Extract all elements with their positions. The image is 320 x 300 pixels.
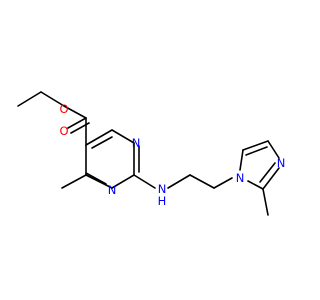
bond-ch2-ch2 bbox=[189, 174, 215, 189]
bond-ch2-o bbox=[40, 91, 65, 107]
bond-imid-c2-methyl bbox=[262, 188, 269, 216]
bond-c6-n1 bbox=[111, 129, 135, 144]
bond-c5-c6 bbox=[85, 129, 113, 146]
bond-ethyl-ch3-ch2 bbox=[17, 91, 42, 107]
bond-c5-c6-inner bbox=[91, 136, 113, 149]
bond-c4-methyl bbox=[61, 174, 87, 189]
atom-n-pyrimidine-3: N bbox=[108, 183, 117, 197]
bond-o-carbonyl-c bbox=[63, 105, 87, 119]
bond-n3-c4-inner bbox=[85, 172, 107, 185]
bond-imid-n3-c2-inner bbox=[259, 162, 276, 183]
bond-c2-nh bbox=[133, 174, 156, 189]
bond-n3-c4 bbox=[85, 174, 113, 189]
bond-imid-c5-c4-inner bbox=[245, 146, 268, 156]
atom-o-carbonyl: O bbox=[59, 124, 68, 138]
bond-c2-n3 bbox=[111, 174, 135, 189]
atom-h-amine: H bbox=[158, 194, 167, 208]
atom-n-imidazole-1: N bbox=[236, 171, 245, 185]
atom-n-imidazole-3: N bbox=[277, 156, 286, 170]
atom-o-ether: O bbox=[59, 102, 68, 116]
atom-n-pyrimidine-1: N bbox=[132, 136, 141, 150]
bond-imid-c4-n3 bbox=[267, 140, 280, 159]
atom-n-amine: N bbox=[158, 182, 167, 196]
bond-imid-n3-c2 bbox=[262, 167, 280, 190]
bond-nh-ch2 bbox=[167, 174, 191, 189]
bond-imid-n1-c5 bbox=[239, 149, 244, 171]
structure-diagram: O O N N N H N N bbox=[17, 91, 286, 216]
molecule-canvas: O O N N N H N N bbox=[17, 91, 286, 216]
bond-carbonyl-double-a bbox=[67, 117, 87, 129]
bond-ch2-imid-n1 bbox=[213, 177, 233, 189]
bond-imid-c5-c4 bbox=[242, 140, 269, 151]
bond-imid-c2-n1 bbox=[247, 180, 264, 190]
